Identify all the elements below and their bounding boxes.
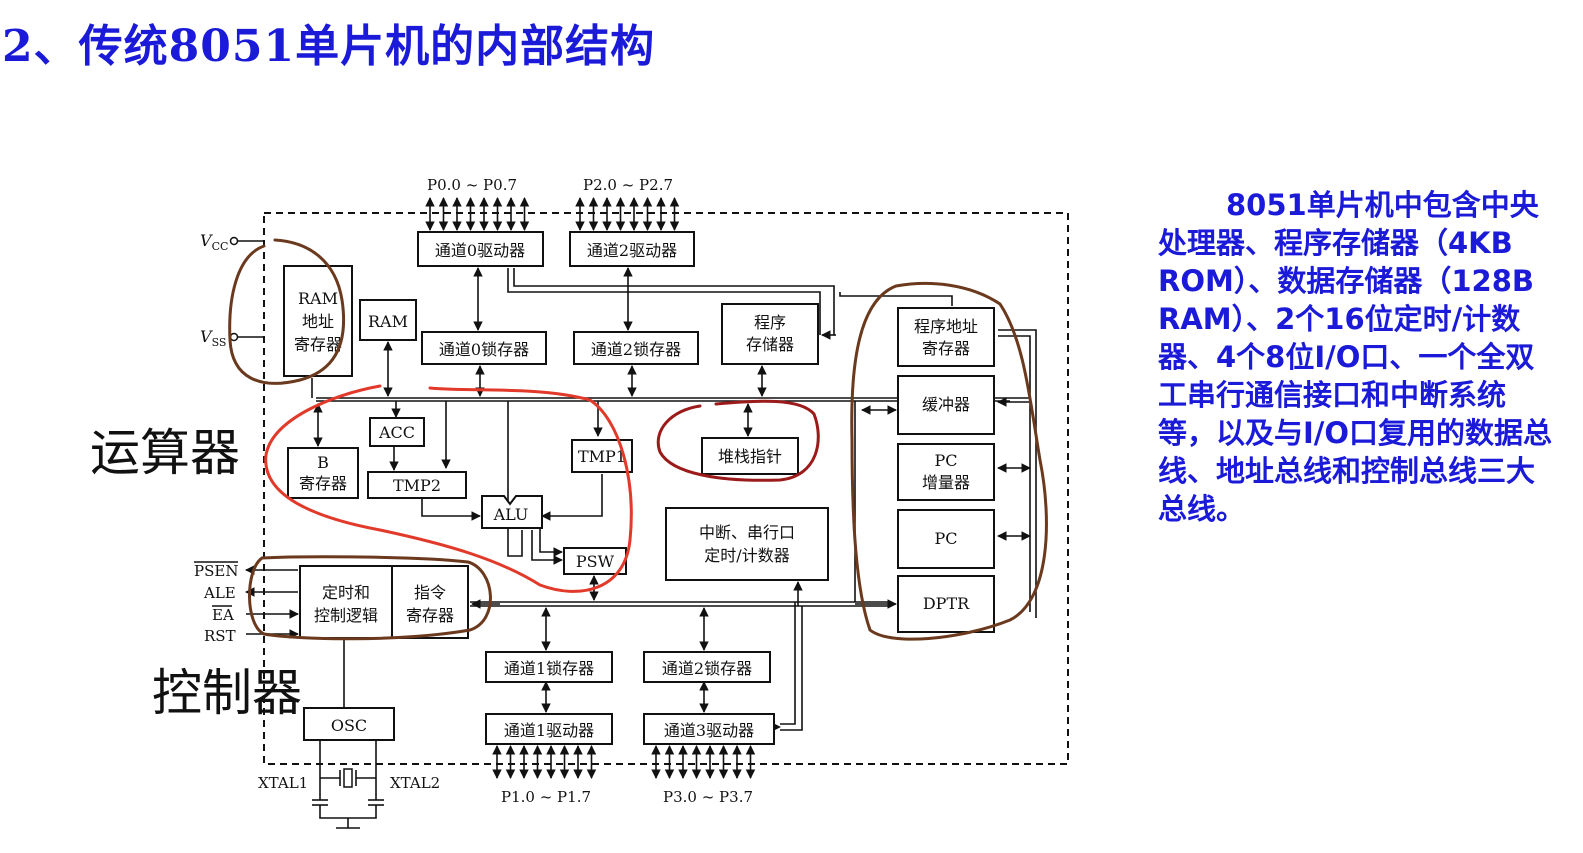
svg-text:PC: PC	[934, 529, 957, 548]
block-dptr: DPTR	[897, 575, 995, 633]
svg-text:通道2锁存器: 通道2锁存器	[591, 340, 681, 359]
block-ch2-driver: 通道2驱动器	[569, 231, 695, 267]
block-ch0-latch: 通道0锁存器	[421, 331, 547, 365]
svg-text:PSW: PSW	[576, 552, 615, 571]
ea-pin-label: EA	[212, 606, 234, 624]
svg-text:寄存器: 寄存器	[299, 474, 347, 493]
rst-pin-label: RST	[204, 627, 236, 645]
block-instruction-register: 指令 寄存器	[391, 565, 469, 639]
svg-text:中断、串行口: 中断、串行口	[699, 523, 795, 542]
xtal1-pin-label: XTAL1	[258, 774, 308, 792]
ale-pin-label: ALE	[203, 584, 236, 602]
svg-text:指令: 指令	[414, 583, 446, 602]
svg-text:缓冲器: 缓冲器	[922, 395, 970, 414]
svg-text:存储器: 存储器	[746, 335, 794, 354]
port-p3-label: P3.0 ~ P3.7	[663, 788, 753, 806]
slide-title: 2、传统8051单片机的内部结构	[2, 21, 656, 72]
svg-text:堆栈指针: 堆栈指针	[718, 447, 782, 466]
block-osc: OSC	[303, 707, 395, 741]
right-group-circle	[850, 281, 1048, 641]
block-ch1-latch: 通道1锁存器	[485, 651, 613, 683]
block-timing-control-logic: 定时和 控制逻辑	[299, 565, 393, 639]
alu-group-circle	[264, 384, 633, 593]
alu-group-label: 运算器	[90, 424, 240, 482]
svg-text:通道1驱动器: 通道1驱动器	[504, 721, 594, 740]
block-tmp2: TMP2	[367, 471, 467, 499]
block-ram: RAM	[359, 299, 417, 341]
block-pc-incrementer: PC 增量器	[897, 443, 995, 501]
psen-pin-label: PSEN	[194, 562, 238, 580]
svg-text:增量器: 增量器	[922, 473, 970, 492]
block-ram-address-register: RAM 地址 寄存器	[283, 265, 353, 377]
svg-text:通道2驱动器: 通道2驱动器	[587, 241, 677, 260]
block-alu: ALU	[481, 495, 543, 529]
svg-text:PC: PC	[934, 451, 957, 470]
block-acc: ACC	[369, 417, 425, 447]
power-pins: VCC VSS	[200, 231, 264, 349]
vcc-pin-label: VCC	[200, 231, 228, 253]
svg-text:通道0驱动器: 通道0驱动器	[435, 241, 525, 260]
svg-text:定时和: 定时和	[322, 583, 370, 602]
svg-text:TMP1: TMP1	[578, 447, 626, 466]
buses	[311, 268, 1037, 731]
svg-text:程序地址: 程序地址	[914, 317, 978, 336]
svg-text:RAM: RAM	[368, 312, 408, 331]
svg-text:TMP2: TMP2	[393, 476, 441, 495]
block-program-memory: 程序 存储器	[721, 303, 819, 365]
block-buffer: 缓冲器	[897, 375, 995, 435]
port-p0-label: P0.0 ~ P0.7	[427, 176, 517, 194]
block-ch2-latch: 通道2锁存器	[573, 331, 699, 365]
svg-text:RAM: RAM	[298, 289, 338, 308]
port-pin-arrows	[425, 197, 756, 779]
svg-text:通道1锁存器: 通道1锁存器	[504, 659, 594, 678]
svg-text:B: B	[317, 453, 329, 472]
svg-text:程序: 程序	[754, 313, 786, 332]
svg-text:控制逻辑: 控制逻辑	[314, 606, 378, 625]
stack-pointer-circle	[656, 399, 820, 482]
svg-text:ALU: ALU	[493, 505, 529, 524]
block-ch0-driver: 通道0驱动器	[417, 231, 544, 267]
svg-text:OSC: OSC	[331, 716, 367, 735]
svg-text:寄存器: 寄存器	[406, 606, 454, 625]
block-interrupt-serial-timer: 中断、串行口 定时/计数器	[665, 507, 829, 581]
vss-pin-label: VSS	[200, 327, 226, 349]
block-program-address-register: 程序地址 寄存器	[897, 307, 995, 367]
block-ch3-driver: 通道3驱动器	[643, 713, 775, 745]
control-pins: PSEN ALE EA RST	[194, 561, 238, 645]
svg-text:寄存器: 寄存器	[922, 339, 970, 358]
block-pc: PC	[897, 509, 995, 569]
svg-text:定时/计数器: 定时/计数器	[704, 546, 789, 565]
block-stack-pointer: 堆栈指针	[701, 437, 799, 475]
block-tmp1: TMP1	[571, 439, 633, 473]
control-group-label: 控制器	[152, 664, 302, 722]
svg-text:通道2锁存器: 通道2锁存器	[662, 659, 752, 678]
svg-text:通道3驱动器: 通道3驱动器	[664, 721, 754, 740]
block-ch1-driver: 通道1驱动器	[485, 713, 613, 745]
description-text: 8051单片机中包含中央处理器、程序存储器（4KB ROM）、数据存储器（128…	[1158, 188, 1553, 526]
svg-text:通道0锁存器: 通道0锁存器	[439, 340, 529, 359]
xtal2-pin-label: XTAL2	[390, 774, 440, 792]
crystal-circuit: XTAL1 XTAL2	[258, 740, 440, 829]
svg-text:ACC: ACC	[378, 423, 415, 442]
block-ch2-latch-lower: 通道2锁存器	[643, 651, 771, 683]
svg-text:DPTR: DPTR	[923, 594, 970, 613]
block-psw: PSW	[563, 547, 627, 575]
block-b-register: B 寄存器	[287, 447, 359, 499]
svg-text:地址: 地址	[302, 312, 334, 331]
control-group-circle	[248, 555, 492, 641]
svg-text:寄存器: 寄存器	[294, 335, 342, 354]
port-p1-label: P1.0 ~ P1.7	[501, 788, 591, 806]
port-p2-label: P2.0 ~ P2.7	[583, 176, 673, 194]
ram-address-circle	[228, 238, 346, 385]
